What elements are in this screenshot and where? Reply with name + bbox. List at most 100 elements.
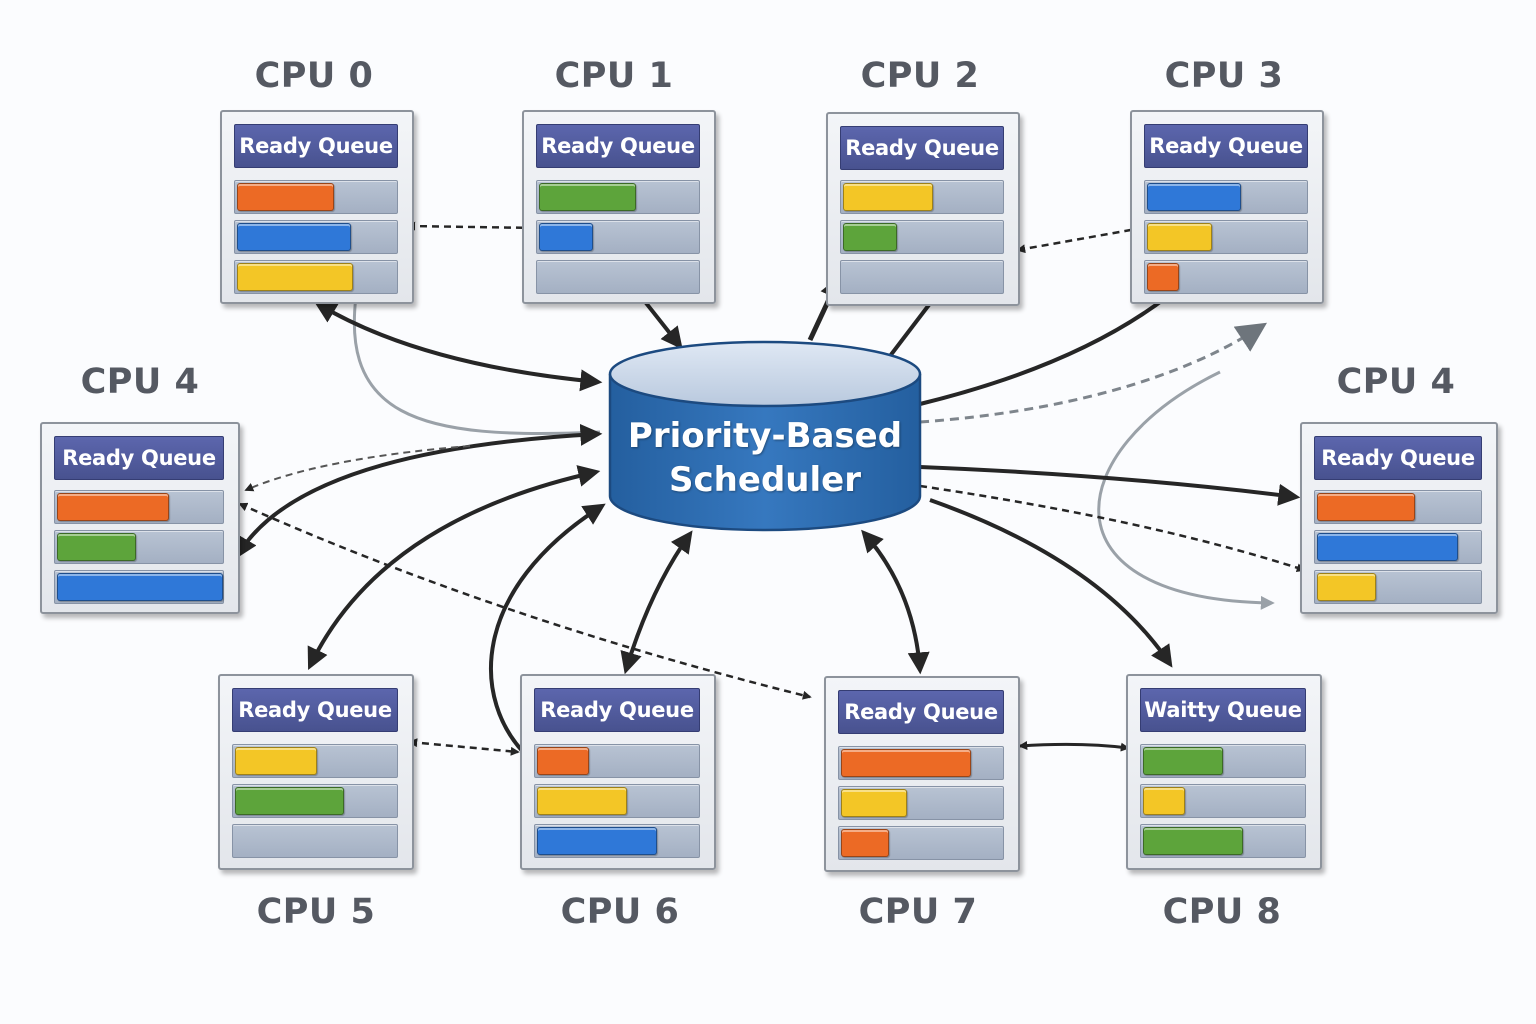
task-bar-blue bbox=[1147, 183, 1241, 211]
task-bar-blue bbox=[237, 223, 351, 251]
arrow-cpu4left-scheduler-a bbox=[235, 423, 603, 559]
arrow-cpu7-cpu8 bbox=[1018, 741, 1130, 752]
cpu-8-box: Waitty Queue bbox=[1126, 674, 1322, 870]
queue-slot bbox=[234, 220, 398, 254]
gray-arrow-cpu4right-loop bbox=[1097, 370, 1275, 610]
arrow-cpu0-scheduler bbox=[314, 301, 603, 392]
queue-slot bbox=[534, 784, 700, 818]
cpu-4-right-queue-title: Ready Queue bbox=[1314, 436, 1482, 480]
arrow-scheduler-cpu8 bbox=[929, 498, 1173, 668]
task-bar-green bbox=[1143, 827, 1243, 855]
task-bar-green bbox=[843, 223, 897, 251]
cpu-3-label: CPU 3 bbox=[1164, 56, 1284, 96]
queue-slot bbox=[534, 824, 700, 858]
cpu-7-queue-title: Ready Queue bbox=[838, 690, 1004, 734]
task-bar-yellow bbox=[235, 747, 317, 775]
cpu-1-queue-title: Ready Queue bbox=[536, 124, 700, 168]
cpu-5-box: Ready Queue bbox=[218, 674, 414, 870]
task-bar-green bbox=[539, 183, 636, 211]
queue-slot bbox=[838, 786, 1004, 820]
queue-slot bbox=[1140, 744, 1306, 778]
cpu-5-queue-title: Ready Queue bbox=[232, 688, 398, 732]
cpu-7-label: CPU 7 bbox=[858, 892, 978, 932]
queue-slot bbox=[232, 744, 398, 778]
scheduler-label: Priority-Based Scheduler bbox=[610, 414, 920, 502]
task-bar-blue bbox=[57, 573, 223, 601]
task-bar-green bbox=[1143, 747, 1223, 775]
queue-slot bbox=[1144, 260, 1308, 294]
task-bar-orange bbox=[1147, 263, 1179, 291]
queue-slot bbox=[1140, 784, 1306, 818]
gray-dashed-arrow-right bbox=[919, 322, 1268, 424]
queue-slot bbox=[536, 260, 700, 294]
cpu-3-queue-title: Ready Queue bbox=[1144, 124, 1308, 168]
task-bar-orange bbox=[841, 829, 889, 857]
cpu-7-box: Ready Queue bbox=[824, 676, 1020, 872]
queue-slot bbox=[838, 746, 1004, 780]
queue-slot bbox=[838, 826, 1004, 860]
queue-slot bbox=[234, 180, 398, 214]
cpu-2-label: CPU 2 bbox=[860, 56, 980, 96]
task-bar-orange bbox=[841, 749, 971, 777]
cpu-0-label: CPU 0 bbox=[254, 56, 374, 96]
queue-slot bbox=[534, 744, 700, 778]
task-bar-orange bbox=[57, 493, 169, 521]
cpu-1-label: CPU 1 bbox=[554, 56, 674, 96]
queue-slot bbox=[232, 824, 398, 858]
queue-slot bbox=[840, 260, 1004, 294]
dashed-arrow-scheduler-cpu4right bbox=[919, 484, 1306, 573]
task-bar-blue bbox=[539, 223, 593, 251]
queue-slot bbox=[536, 180, 700, 214]
arrow-cpu5-scheduler bbox=[307, 465, 601, 670]
queue-slot bbox=[840, 180, 1004, 214]
dashed-arrow-cpu2-cpu3 bbox=[1016, 224, 1144, 254]
scheduler-label-line2: Scheduler bbox=[669, 460, 861, 500]
queue-slot bbox=[54, 490, 224, 524]
queue-slot bbox=[1314, 570, 1482, 604]
dashed-arrow-cpu5-cpu6 bbox=[408, 738, 520, 756]
dashed-arrow-scheduler-cpu4left bbox=[244, 445, 471, 492]
queue-slot bbox=[1314, 530, 1482, 564]
cpu-8-label: CPU 8 bbox=[1162, 892, 1282, 932]
task-bar-yellow bbox=[841, 789, 907, 817]
cpu-5-label: CPU 5 bbox=[256, 892, 376, 932]
queue-slot bbox=[232, 784, 398, 818]
cpu-1-box: Ready Queue bbox=[522, 110, 716, 304]
task-bar-yellow bbox=[1317, 573, 1376, 601]
cpu-2-queue-title: Ready Queue bbox=[840, 126, 1004, 170]
arrow-cpu7-scheduler bbox=[861, 529, 930, 675]
queue-slot bbox=[840, 220, 1004, 254]
cpu-6-box: Ready Queue bbox=[520, 674, 716, 870]
task-bar-orange bbox=[237, 183, 334, 211]
cpu-4-left-queue-title: Ready Queue bbox=[54, 436, 224, 480]
task-bar-orange bbox=[1317, 493, 1415, 521]
queue-slot bbox=[54, 570, 224, 604]
cpu-2-box: Ready Queue bbox=[826, 112, 1020, 306]
cpu-4-right-label: CPU 4 bbox=[1336, 362, 1456, 402]
cpu-4-left-label: CPU 4 bbox=[80, 362, 200, 402]
scheduler-cylinder bbox=[608, 340, 922, 532]
task-bar-green bbox=[57, 533, 136, 561]
cpu-3-box: Ready Queue bbox=[1130, 110, 1324, 304]
task-bar-yellow bbox=[537, 787, 627, 815]
task-bar-yellow bbox=[237, 263, 353, 291]
cpu-4-left-box: Ready Queue bbox=[40, 422, 240, 614]
cpu-8-queue-title: Waitty Queue bbox=[1140, 688, 1306, 732]
queue-slot bbox=[1314, 490, 1482, 524]
task-bar-green bbox=[235, 787, 344, 815]
task-bar-yellow bbox=[1143, 787, 1185, 815]
arrow-scheduler-cpu4right bbox=[919, 465, 1301, 506]
queue-slot bbox=[1144, 180, 1308, 214]
cpu-4-right-box: Ready Queue bbox=[1300, 422, 1498, 614]
dashed-arrow-cpu0-cpu1 bbox=[406, 221, 538, 233]
queue-slot bbox=[1140, 824, 1306, 858]
queue-slot bbox=[1144, 220, 1308, 254]
dashed-arrow-cpu4left-cpu7 bbox=[238, 502, 812, 700]
cpu-6-queue-title: Ready Queue bbox=[534, 688, 700, 732]
task-bar-yellow bbox=[1147, 223, 1212, 251]
queue-slot bbox=[536, 220, 700, 254]
cpu-0-queue-title: Ready Queue bbox=[234, 124, 398, 168]
task-bar-blue bbox=[1317, 533, 1458, 561]
